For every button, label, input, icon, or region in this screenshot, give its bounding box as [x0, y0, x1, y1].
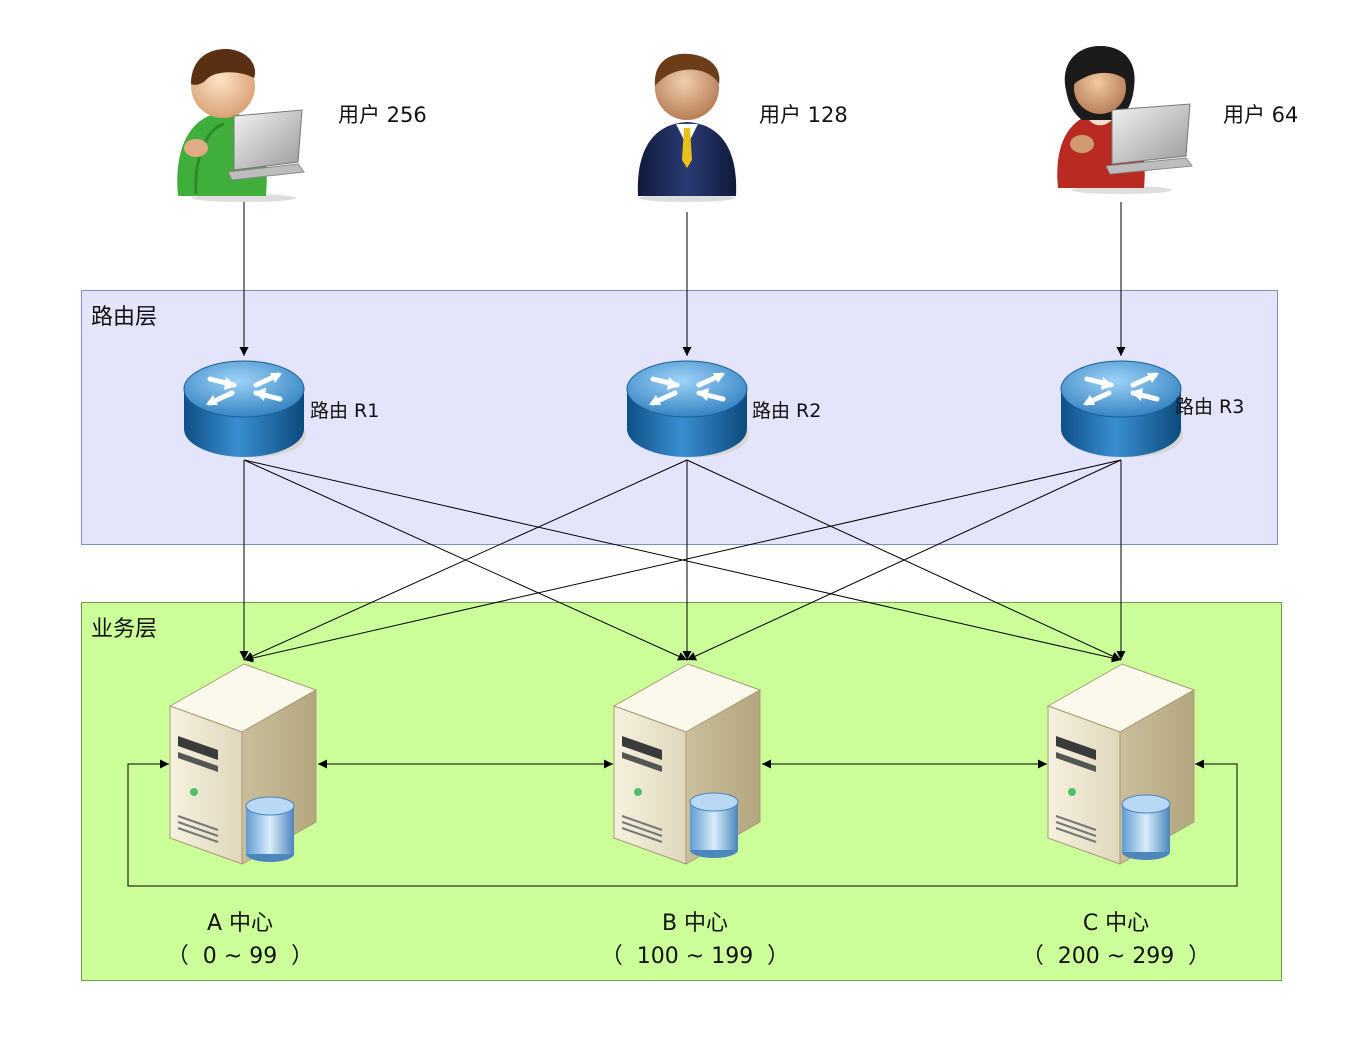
user-laptop-green-icon	[166, 44, 316, 206]
center-b-range: （ 100 ~ 199 ）	[600, 944, 790, 969]
user-businessman-icon	[634, 50, 740, 206]
user-64-label: 用户 64	[1223, 103, 1299, 127]
router-r3-label: 路由 R3	[1175, 396, 1245, 418]
server-c-icon	[1046, 660, 1198, 874]
center-b-name: B 中心	[661, 911, 729, 936]
r2-to-a-arrow	[243, 459, 688, 661]
user-128-label: 用户 128	[759, 103, 848, 127]
a-c-sync-loop-arrow	[127, 759, 1238, 887]
r3-to-a-arrow	[243, 459, 1122, 663]
center-c-range: （ 200 ~ 299 ）	[1021, 944, 1211, 969]
service-layer-title: 业务层	[91, 617, 158, 642]
routing-layer-title: 路由层	[91, 305, 158, 330]
center-c-name: C 中心	[1082, 911, 1150, 936]
center-a-name: A 中心	[206, 911, 274, 936]
router-r3-icon	[1057, 355, 1185, 469]
server-b-icon	[612, 660, 764, 874]
r3-to-b-arrow	[686, 459, 1122, 661]
user-256-label: 用户 256	[338, 103, 427, 127]
router-r1-icon	[180, 355, 308, 469]
server-a-icon	[168, 660, 320, 874]
user-laptop-red-icon	[1052, 44, 1200, 198]
router-r2-label: 路由 R2	[752, 400, 822, 422]
center-a-range: （ 0 ~ 99 ）	[166, 944, 314, 969]
router-r2-icon	[623, 355, 751, 469]
router-r1-label: 路由 R1	[310, 400, 380, 422]
